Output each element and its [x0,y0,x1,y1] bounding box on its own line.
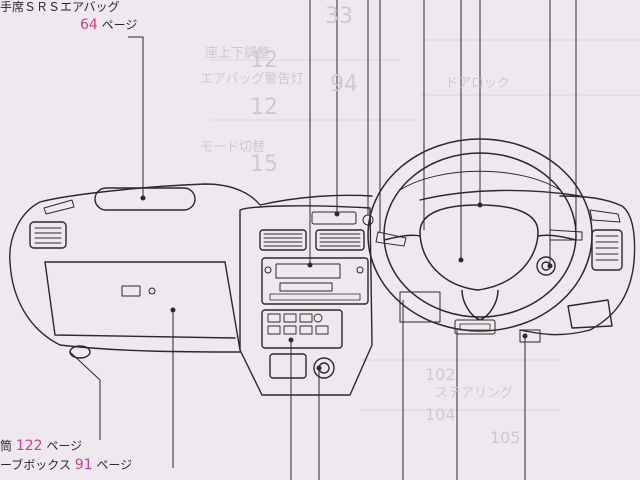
cigarette-lighter [313,357,335,379]
center-vent-left [259,229,307,251]
ashtray [269,353,307,379]
driver-airbag-pad [419,204,539,291]
callout-passenger-airbag-page: 64 ページ [80,16,137,33]
bleed-number: 102 [425,365,456,384]
leader-kneebolster [69,351,101,440]
right-side-vent [591,229,623,271]
page-number: 91 [74,457,93,473]
bleed-text: モード切替 [200,140,266,155]
page-suffix: ページ [96,458,133,472]
bleed-number: 12 [250,95,278,120]
callout-text: 筒 [0,439,13,453]
center-stack [239,205,373,396]
bleed-number: 94 [330,72,358,97]
page-number: 64 [80,17,98,33]
page-suffix: ページ [101,18,138,32]
leader-passenger-airbag [128,36,144,198]
bleed-text: 座上下調整 [205,46,271,61]
dashboard-outline [9,183,636,396]
bleed-number: 12 [250,48,278,73]
callout-passenger-airbag: 手席ＳＲＳエアバッグ [0,0,120,15]
left-side-vent [29,221,67,249]
bleed-number: 105 [490,428,521,447]
clock-display [311,211,357,225]
center-vent-right [315,229,365,251]
bleed-number: 104 [425,405,456,424]
ignition-switch [536,256,556,276]
audio-unit [261,257,369,305]
bleed-text: ドアロック [445,76,511,91]
page-suffix: ページ [46,439,83,453]
leader-lines [69,0,577,480]
bleed-number: 15 [250,152,278,177]
bleed-text: ステアリング [435,386,514,401]
callout-text: ーブボックス [0,458,71,472]
callout-glove-box: ーブボックス 91 ページ [0,456,132,473]
callout-text: 手席ＳＲＳエアバッグ [0,0,120,14]
bleed-text: エアバッグ警告灯 [200,72,304,87]
glove-box-latch [121,285,141,297]
climate-control-panel [261,309,343,349]
page-number: 122 [15,438,43,454]
passenger-airbag-panel [94,187,196,211]
callout-bottom-1: 筒 122 ページ [0,437,82,454]
bleed-number: 33 [325,4,353,29]
